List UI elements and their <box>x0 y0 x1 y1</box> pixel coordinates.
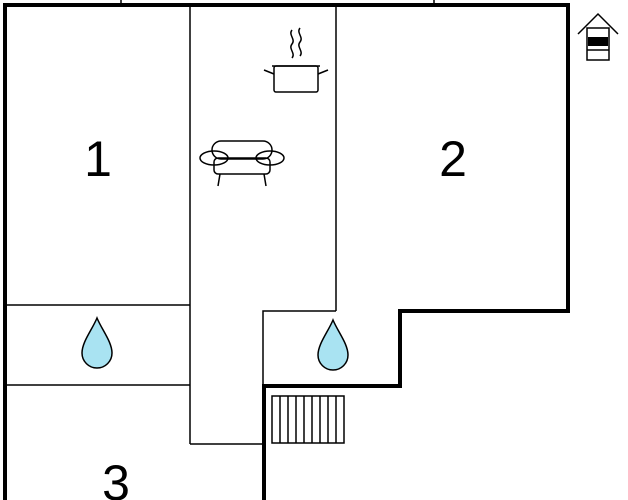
top-wall-stubs <box>120 0 435 5</box>
interior-walls <box>5 5 337 445</box>
house-floor-icon <box>577 12 619 61</box>
outer-walls <box>3 3 570 500</box>
room-label-3: 3 <box>102 455 130 500</box>
room-label-1: 1 <box>84 131 112 187</box>
water-drop-icon <box>81 316 113 369</box>
stairs-icon <box>271 395 345 444</box>
cooking-pot-icon <box>263 27 329 93</box>
sofa-icon <box>199 140 285 187</box>
room-label-2: 2 <box>439 131 467 187</box>
water-drop-icon <box>317 318 349 371</box>
